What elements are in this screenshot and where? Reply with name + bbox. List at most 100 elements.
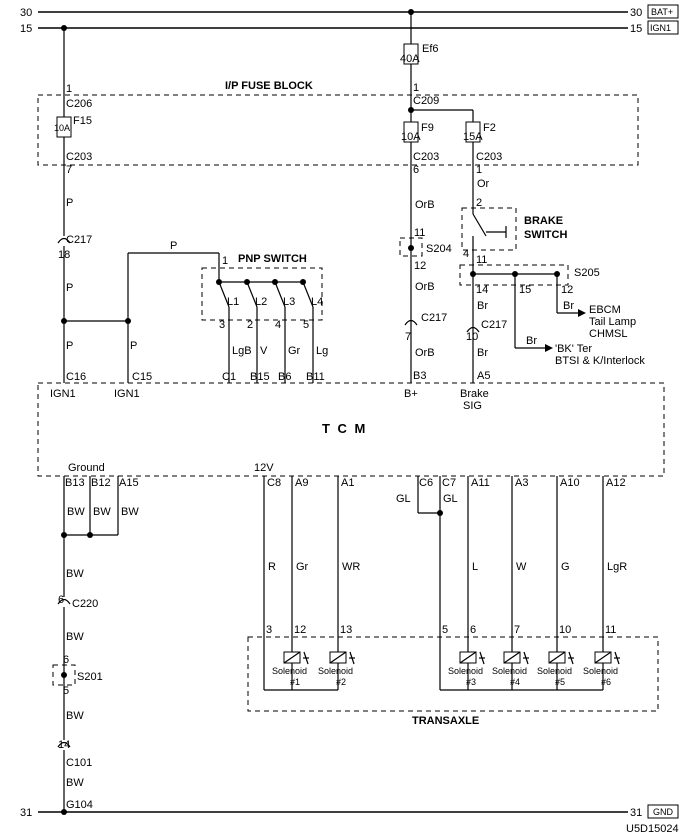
fuse-block: I/P FUSE BLOCK bbox=[37, 80, 639, 166]
ground-pin-1: B13 bbox=[65, 477, 85, 489]
rail-bat-num-right: 30 bbox=[630, 7, 642, 19]
rail-gnd-num-right: 31 bbox=[630, 807, 642, 819]
output-wire-color-4: L bbox=[472, 561, 478, 573]
transaxle-pin-1: 3 bbox=[266, 624, 272, 636]
tcm-12v: 12V bbox=[254, 462, 274, 474]
transaxle-pin-6: 10 bbox=[559, 624, 571, 636]
rail-ign: 15 15 IGN1 bbox=[20, 20, 679, 35]
btsi-label: BTSI & K/Interlock bbox=[555, 355, 645, 367]
rail-gnd-num-left: 31 bbox=[20, 807, 32, 819]
rail-ign-label: IGN1 bbox=[650, 23, 671, 33]
f15-amp: 10A bbox=[54, 123, 70, 133]
f2-name: F2 bbox=[483, 122, 496, 134]
c101-label: C101 bbox=[66, 757, 92, 769]
s204-in: 11 bbox=[414, 227, 425, 239]
tcm-output-pin-1: C8 bbox=[267, 477, 281, 489]
pnp-wire-color-4: Lg bbox=[316, 345, 328, 357]
wire-color-bw2: BW bbox=[66, 631, 84, 643]
f9-amp: 10A bbox=[401, 131, 421, 143]
solenoid-num-1: #1 bbox=[290, 677, 300, 687]
s205-p14: 14 bbox=[476, 284, 488, 296]
f15-conn-bot: C203 bbox=[66, 151, 92, 163]
output-wire-color-3: WR bbox=[342, 561, 360, 573]
output-wire-color-7: LgR bbox=[607, 561, 627, 573]
tcm-brake: Brake bbox=[460, 388, 489, 400]
tcm-c15: C15 bbox=[132, 371, 152, 383]
f15-pin-top: 1 bbox=[66, 83, 72, 95]
tcm-sig: SIG bbox=[463, 400, 482, 412]
wire-color-br3: Br bbox=[563, 300, 574, 312]
output-wire-color-2: Gr bbox=[296, 561, 309, 573]
c220-label: C220 bbox=[72, 598, 98, 610]
pnp-tcm-pin-4: B11 bbox=[306, 371, 325, 383]
s204-out: 12 bbox=[414, 260, 426, 272]
wire-color-orb2: OrB bbox=[415, 281, 435, 293]
rail-gnd: 31 31 GND bbox=[20, 804, 679, 819]
output-wire-color-6: G bbox=[561, 561, 570, 573]
rail-bat: 30 30 BAT+ bbox=[20, 4, 679, 19]
g104-label: G104 bbox=[66, 799, 93, 811]
output-wire-color-c6: GL bbox=[396, 493, 411, 505]
brake-pin-in: 2 bbox=[476, 197, 482, 209]
wire-color-or: Or bbox=[477, 178, 490, 190]
s205-in: 11 bbox=[476, 254, 487, 266]
c217-mid-label: C217 bbox=[421, 312, 447, 324]
pnp-tcm-pin-2: B15 bbox=[250, 371, 270, 383]
tcm-bplus: B+ bbox=[404, 388, 418, 400]
solenoid-num-4: #4 bbox=[510, 677, 520, 687]
solenoid-outputs: C8R3A9Gr12A1WR13A11L6A3W7A10G10A12LgR11C… bbox=[263, 476, 627, 691]
f2-conn-bot: C203 bbox=[476, 151, 502, 163]
tcm-module: T C M C16 IGN1 C15 IGN1 B+ Brake SIG Gro… bbox=[37, 371, 665, 477]
solenoid-label-1: Solenoid bbox=[272, 666, 307, 676]
solenoid-num-5: #5 bbox=[555, 677, 565, 687]
f15-conn-top: C206 bbox=[66, 98, 92, 110]
wire-color-br1: Br bbox=[477, 300, 488, 312]
c217-left-pin: 18 bbox=[58, 249, 70, 261]
solenoid-1: Solenoid#1 bbox=[272, 651, 309, 687]
transaxle: TRANSAXLE Solenoid#1Solenoid#2Solenoid#3… bbox=[247, 636, 659, 727]
pnp-switch: PNP SWITCH 1 L13LgBC1L22VB15L34GrB6L45Lg… bbox=[201, 253, 328, 383]
c220-pin: 6 bbox=[58, 594, 64, 606]
solenoid-5: Solenoid#5 bbox=[537, 651, 574, 687]
wire-color-bw4: BW bbox=[66, 777, 84, 789]
f2-pin-bot: 1 bbox=[476, 164, 482, 176]
solenoid-4: Solenoid#4 bbox=[492, 651, 529, 687]
output-wire-color-c7: GL bbox=[443, 493, 458, 505]
pnp-contact-2: L2 bbox=[255, 296, 267, 308]
f9-name: F9 bbox=[421, 122, 434, 134]
tcm-ign1-a: IGN1 bbox=[50, 388, 76, 400]
ground-pin-2: B12 bbox=[91, 477, 111, 489]
solenoid-label-5: Solenoid bbox=[537, 666, 572, 676]
tcm-output-pin-7: A12 bbox=[606, 477, 626, 489]
output-wire-color-1: R bbox=[268, 561, 276, 573]
output-wire-color-5: W bbox=[516, 561, 527, 573]
solenoid-label-4: Solenoid bbox=[492, 666, 527, 676]
pnp-contact-4: L4 bbox=[311, 296, 323, 308]
pnp-pin-in: 1 bbox=[222, 255, 228, 267]
bat-branch: Ef6 40A 1 C209 F9 10A F2 15A C203 6 C203… bbox=[400, 9, 502, 383]
bk-ter-label: 'BK' Ter bbox=[555, 343, 592, 355]
transaxle-pin-4: 6 bbox=[470, 624, 476, 636]
solenoid-num-6: #6 bbox=[601, 677, 611, 687]
ground-wire-color-1: BW bbox=[67, 506, 85, 518]
tcm-output-pin-3: A1 bbox=[341, 477, 354, 489]
tcm-pin-a5: A5 bbox=[477, 370, 490, 382]
orb-branch: OrB 11 S204 12 OrB C217 7 OrB B3 bbox=[399, 199, 452, 382]
transaxle-pin-5: 5 bbox=[442, 624, 448, 636]
rail-ign-num-right: 15 bbox=[630, 23, 642, 35]
wire-color-p2: P bbox=[66, 282, 73, 294]
c217-mid-pin: 7 bbox=[405, 331, 411, 343]
s201-label: S201 bbox=[77, 671, 103, 683]
wire-color-p3: P bbox=[66, 340, 73, 352]
rail-bat-num-left: 30 bbox=[20, 7, 32, 19]
tail-lamp-label: Tail Lamp bbox=[589, 316, 636, 328]
pnp-wire-color-2: V bbox=[260, 345, 268, 357]
rail-bat-label: BAT+ bbox=[651, 7, 673, 17]
solenoid-3: Solenoid#3 bbox=[448, 651, 485, 687]
pnp-tcm-pin-1: C1 bbox=[222, 371, 236, 383]
solenoid-2: Solenoid#2 bbox=[318, 651, 355, 687]
